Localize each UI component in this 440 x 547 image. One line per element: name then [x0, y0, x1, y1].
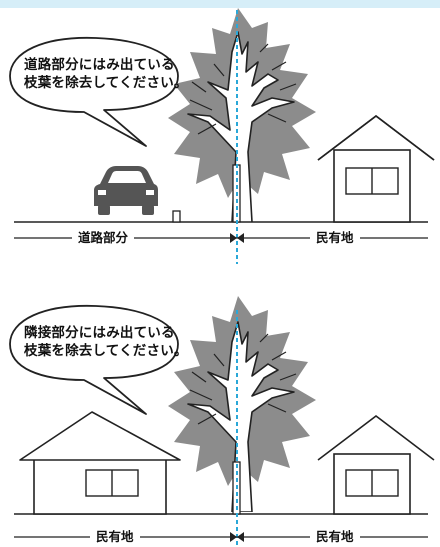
label-private-land-1: 民有地 [310, 231, 360, 245]
top-strip [0, 0, 440, 8]
speech-bubble-2 [9, 304, 179, 415]
scene-2 [9, 296, 435, 547]
label-road-area: 道路部分 [72, 231, 135, 245]
bubble-text-1-line-1: 道路部分にはみ出ている [24, 57, 175, 73]
house-icon-1 [317, 114, 435, 223]
scene-1 [9, 8, 435, 264]
house-icon-left [19, 411, 181, 515]
boundary-arrow-icon-2 [230, 532, 244, 542]
label-private-land-left: 民有地 [90, 530, 140, 544]
tree-1 [168, 8, 316, 222]
bubble-text-2-line-2: 枝葉を除去してください。 [24, 343, 188, 359]
label-private-land-right: 民有地 [310, 530, 360, 544]
house-icon-right [317, 414, 435, 515]
boundary-arrow-icon-1 [230, 233, 244, 243]
small-marker-post [172, 210, 181, 223]
bubble-text-1-line-2: 枝葉を除去してください。 [24, 75, 188, 91]
car-icon [94, 166, 158, 215]
speech-bubble-1 [9, 36, 179, 147]
tree-2 [168, 296, 316, 512]
bubble-text-2-line-1: 隣接部分にはみ出ている [24, 325, 175, 341]
